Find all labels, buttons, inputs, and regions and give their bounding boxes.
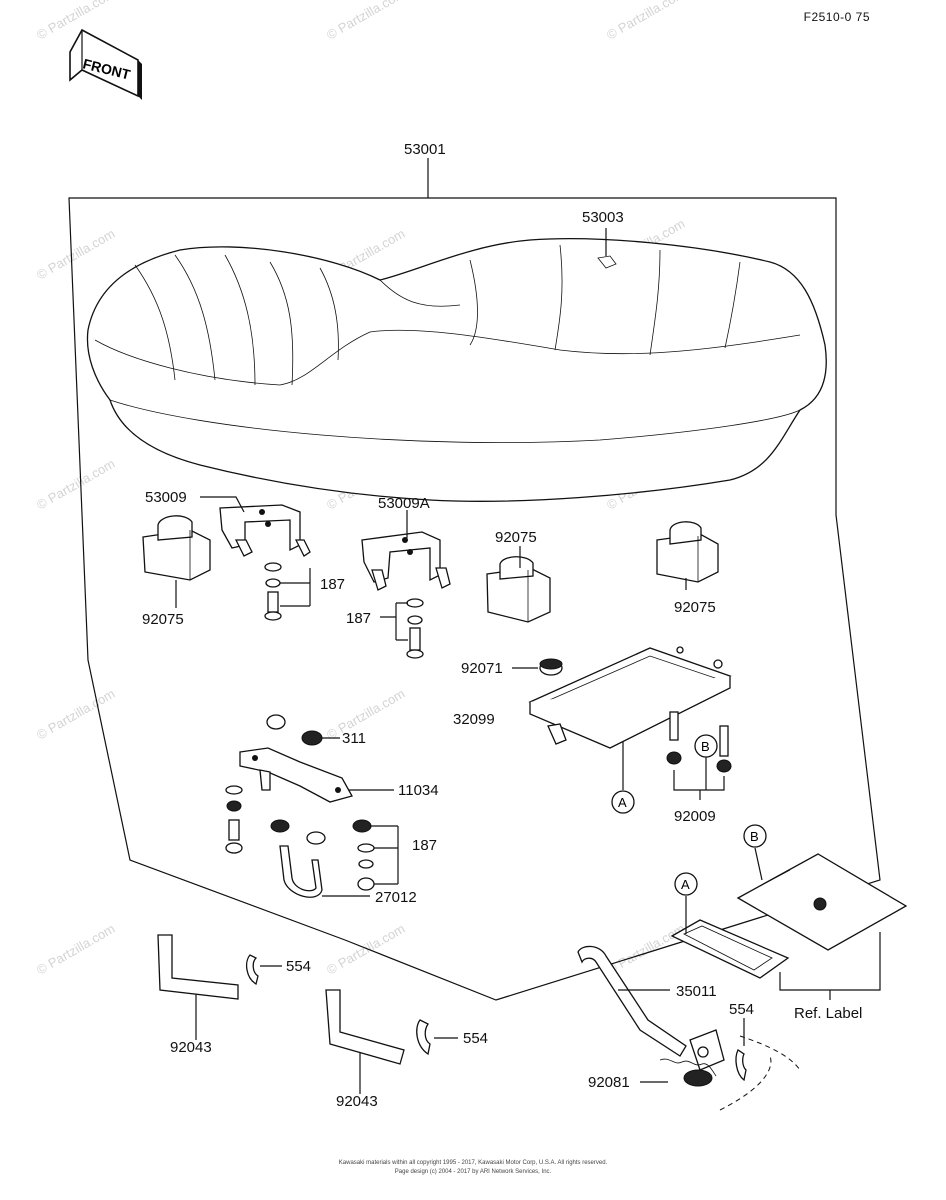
frame-mount-dashed <box>719 1035 801 1111</box>
fastener-set-187-middle <box>406 598 424 659</box>
watermark: © Partzilla.com <box>34 686 117 743</box>
marker-a-circle-tray: A <box>611 790 635 814</box>
page-design-line: Page design (c) 2004 - 2017 by ARI Netwo… <box>394 1169 552 1175</box>
marker-b-text: B <box>701 739 710 754</box>
part-label-92043: 92043 <box>336 1093 378 1110</box>
watermark: © Partzilla.com <box>604 921 687 978</box>
watermark: © Partzilla.com <box>324 921 407 978</box>
part-label-11034: 11034 <box>398 782 439 799</box>
seat-bracket-53009 <box>219 504 311 557</box>
spring-92081 <box>659 1058 717 1087</box>
leader-lines <box>175 158 881 1094</box>
clip-554-middle <box>416 1019 431 1056</box>
part-label-92071: 92071 <box>461 660 503 677</box>
part-label-53003: 53003 <box>582 209 624 226</box>
bracket-11034 <box>239 747 353 803</box>
part-labels: 53001 53003 53009 53009A 92075 92075 920… <box>142 141 862 1110</box>
clip-554-right <box>735 1049 747 1082</box>
part-label-53001: 53001 <box>404 141 446 158</box>
part-label-554: 554 <box>463 1030 488 1047</box>
label-a-sticker <box>670 919 790 979</box>
part-label-92009: 92009 <box>674 808 716 825</box>
damper-92075-right <box>656 521 719 583</box>
part-label-554: 554 <box>286 958 311 975</box>
front-direction-sign: FRONT <box>69 28 142 100</box>
part-label-92075: 92075 <box>142 611 184 628</box>
hook-35011 <box>577 945 725 1071</box>
part-label-187: 187 <box>412 837 437 854</box>
seat-bracket-53009a <box>361 531 451 591</box>
watermark: © Partzilla.com <box>324 0 407 43</box>
bolt-stack-left <box>225 785 243 854</box>
marker-a-text: A <box>681 877 690 892</box>
watermark: © Partzilla.com <box>604 0 687 43</box>
watermark: © Partzilla.com <box>34 226 117 283</box>
part-label-92043: 92043 <box>170 1039 212 1056</box>
marker-a-circle-label: A <box>674 872 698 896</box>
part-label-53009: 53009 <box>145 489 187 506</box>
grommet-92071 <box>539 658 563 676</box>
rod-92043-left <box>157 934 239 1000</box>
clip-554-left <box>245 954 259 986</box>
diagram-reference-code: F2510-0 75 <box>803 10 870 24</box>
marker-a-text: A <box>618 795 627 810</box>
marker-b-text: B <box>750 829 759 844</box>
marker-b-circle-label: B <box>743 824 767 848</box>
damper-92075-center <box>486 556 551 623</box>
part-label-53009a: 53009A <box>378 495 430 512</box>
assembly-outline <box>68 197 881 1001</box>
part-label-27012: 27012 <box>375 889 417 906</box>
screws-92009 <box>666 711 732 773</box>
ref-label-caption: Ref. Label <box>794 1005 862 1022</box>
nuts-311 <box>266 714 323 746</box>
part-label-92081: 92081 <box>588 1074 630 1091</box>
part-label-311: 311 <box>342 730 366 747</box>
watermark: © Partzilla.com <box>34 921 117 978</box>
part-label-92075: 92075 <box>674 599 716 616</box>
fastener-set-187-left <box>264 562 282 621</box>
label-b-sticker <box>736 853 908 951</box>
rod-92043-right <box>325 989 405 1065</box>
seat-illustration <box>86 238 827 502</box>
watermark: © Partzilla.com <box>34 0 117 43</box>
u-bolt-27012 <box>270 819 326 898</box>
fastener-set-187-right <box>352 819 375 891</box>
part-label-554: 554 <box>729 1001 754 1018</box>
part-label-92075: 92075 <box>495 529 537 546</box>
part-label-35011: 35011 <box>676 983 717 1000</box>
part-label-187: 187 <box>320 576 345 593</box>
marker-b-circle-tray: B <box>694 734 718 758</box>
watermark: © Partzilla.com <box>34 456 117 513</box>
damper-92075-left <box>142 515 211 581</box>
tray-32099 <box>528 646 732 749</box>
part-label-187: 187 <box>346 610 371 627</box>
part-label-32099: 32099 <box>453 711 495 728</box>
copyright-line: Kawasaki materials within all copyright … <box>338 1160 608 1166</box>
